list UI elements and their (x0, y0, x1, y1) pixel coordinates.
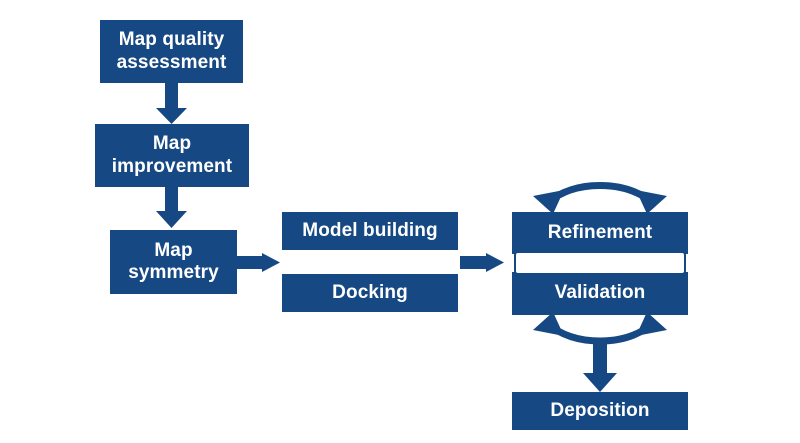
node-label-line2: improvement (111, 155, 233, 177)
arrow-quality-to-improvement (156, 83, 187, 124)
node-label: Validation (554, 282, 646, 304)
node-label-line1: Map quality (118, 29, 225, 51)
arrow-cycle-to-deposition (583, 338, 617, 392)
node-docking[interactable]: Docking (282, 274, 458, 312)
node-validation[interactable]: Validation (512, 272, 688, 315)
node-label: Refinement (547, 221, 653, 243)
node-map-symmetry[interactable]: Map symmetry (110, 230, 237, 294)
node-label: Deposition (550, 399, 650, 421)
node-label: Model building (302, 219, 438, 241)
node-deposition[interactable]: Deposition (512, 392, 688, 430)
node-model-building[interactable]: Model building (282, 212, 458, 250)
arrow-building-to-refinement (460, 253, 504, 272)
arrow-improvement-to-symmetry (156, 187, 187, 228)
cycle-arrow-bottom-left (533, 312, 601, 345)
node-label: Docking (332, 281, 408, 303)
node-label-line1: Map (154, 239, 193, 261)
arrow-symmetry-to-building (237, 253, 280, 272)
cycle-arrow-top-left (533, 182, 601, 214)
node-refinement[interactable]: Refinement (512, 212, 688, 254)
node-blank-connector[interactable] (514, 251, 686, 275)
cycle-arrow-bottom-right (599, 312, 667, 345)
node-label-line1: Map (152, 133, 192, 155)
node-map-improvement[interactable]: Map improvement (95, 124, 249, 187)
cycle-arrow-top-right (599, 182, 667, 214)
node-map-quality-assessment[interactable]: Map quality assessment (100, 20, 243, 83)
node-label-line2: assessment (116, 51, 227, 73)
node-label-line2: symmetry (128, 262, 219, 283)
